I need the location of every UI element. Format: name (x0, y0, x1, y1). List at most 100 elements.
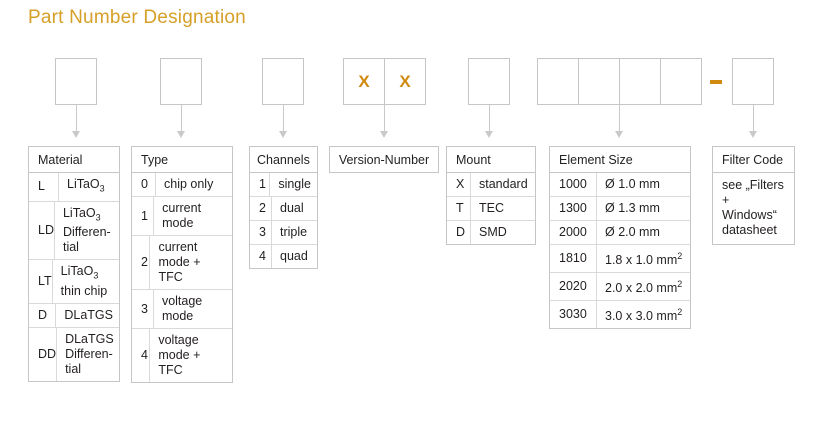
table-header-mount: Mount (446, 146, 536, 173)
table-row: 2020 2.0 x 2.0 mm2 (550, 272, 690, 301)
filter-code-note: see „Filters + Windows“ datasheet (712, 173, 795, 245)
table-row: 0 chip only (132, 173, 232, 196)
code-box-element-size-4[interactable] (660, 58, 702, 105)
table-header-element-size: Element Size (549, 146, 691, 173)
row-desc: 1.8 x 1.0 mm2 (605, 251, 683, 268)
connector-line-version-number (384, 105, 385, 132)
table-row: 2000 Ø 2.0 mm (550, 220, 690, 244)
table-row: 3 triple (250, 220, 317, 244)
code-box-material[interactable] (55, 58, 97, 105)
row-desc: 3.0 x 3.0 mm2 (605, 307, 683, 324)
table-header-material: Material (28, 146, 120, 173)
row-code: 2 (132, 236, 151, 289)
connector-arrow-version-number (380, 131, 388, 138)
table-mount: Mount X standard T TEC D SMD (446, 146, 536, 245)
row-code: 0 (132, 173, 156, 196)
connector-arrow-channels (279, 131, 287, 138)
connector-line-type (181, 105, 182, 132)
code-box-element-size-2[interactable] (578, 58, 620, 105)
table-type: Type 0 chip only 1 current mode 2 curren… (131, 146, 233, 383)
table-row: T TEC (447, 196, 535, 220)
table-row: LT LiTaO3 thin chip (29, 259, 119, 303)
table-row: 1810 1.8 x 1.0 mm2 (550, 244, 690, 273)
table-row: DD DLaTGS Differen-tial (29, 326, 119, 381)
row-desc: chip only (164, 177, 214, 191)
row-desc: single (278, 177, 311, 191)
table-version-number: Version-Number (329, 146, 439, 173)
row-desc: TEC (479, 201, 504, 215)
row-desc: Ø 1.3 mm (605, 201, 660, 215)
row-desc: voltage mode + TFC (158, 333, 201, 377)
code-box-element-size-3[interactable] (619, 58, 661, 105)
row-code: 3 (250, 221, 272, 244)
table-row: 4 voltage mode + TFC (132, 328, 232, 382)
connector-arrow-material (72, 131, 80, 138)
row-desc: DLaTGS Differen-tial (65, 331, 114, 376)
row-code: 1300 (550, 197, 597, 220)
table-row: 1 current mode (132, 196, 232, 235)
table-body-channels: 1 single 2 dual 3 triple 4 quad (249, 173, 318, 269)
table-body-mount: X standard T TEC D SMD (446, 173, 536, 245)
table-row: 3 voltage mode (132, 289, 232, 328)
table-material: Material L LiTaO3 LD LiTaO3 Differen-tia… (28, 146, 120, 382)
table-row: 2 dual (250, 196, 317, 220)
table-body-material: L LiTaO3 LD LiTaO3 Differen-tial LT LiTa… (28, 173, 120, 382)
code-box-group-material[interactable] (55, 58, 97, 105)
row-desc: quad (280, 249, 308, 263)
row-code: D (29, 303, 57, 327)
row-desc: DLaTGS (64, 307, 113, 322)
row-desc: LiTaO3 (67, 177, 105, 194)
table-row: 1000 Ø 1.0 mm (550, 173, 690, 196)
code-box-mount[interactable] (468, 58, 510, 105)
table-row: 3030 3.0 x 3.0 mm2 (550, 300, 690, 329)
row-desc: dual (280, 201, 304, 215)
table-row: LD LiTaO3 Differen-tial (29, 200, 119, 259)
code-box-channels[interactable] (262, 58, 304, 105)
code-box-element-size-1[interactable] (537, 58, 579, 105)
connector-line-channels (283, 105, 284, 132)
table-body-type: 0 chip only 1 current mode 2 current mod… (131, 173, 233, 383)
code-box-version-1[interactable]: X (343, 58, 385, 105)
connector-line-mount (489, 105, 490, 132)
row-desc: 2.0 x 2.0 mm2 (605, 279, 683, 296)
row-desc: triple (280, 225, 308, 239)
row-code: 2000 (550, 221, 597, 244)
connector-line-element-size (619, 105, 620, 132)
code-box-group-element-size[interactable] (537, 58, 702, 105)
connector-arrow-type (177, 131, 185, 138)
table-header-filter-code: Filter Code (712, 146, 795, 173)
code-box-group-mount[interactable] (468, 58, 510, 105)
code-box-type[interactable] (160, 58, 202, 105)
row-desc: current mode + TFC (158, 240, 201, 284)
row-code: LT (29, 260, 53, 303)
row-desc: LiTaO3 Differen-tial (62, 205, 111, 255)
table-body-element-size: 1000 Ø 1.0 mm 1300 Ø 1.3 mm 2000 Ø 2.0 m… (549, 173, 691, 330)
row-code: 2020 (550, 273, 597, 301)
table-header-version-number: Version-Number (329, 146, 439, 173)
table-row: D SMD (447, 220, 535, 244)
row-code: L (29, 173, 59, 201)
separator-dash (710, 80, 722, 84)
connector-line-material (76, 105, 77, 132)
code-box-filter-code[interactable] (732, 58, 774, 105)
row-code: X (447, 173, 471, 196)
table-row: L LiTaO3 (29, 173, 119, 201)
row-desc: standard (479, 177, 528, 191)
row-code: T (447, 197, 471, 220)
table-row: 4 quad (250, 244, 317, 268)
table-row: 2 current mode + TFC (132, 235, 232, 289)
row-code: 1 (132, 197, 155, 235)
code-box-version-2[interactable]: X (384, 58, 426, 105)
table-row: 1 single (250, 173, 317, 196)
code-box-group-channels[interactable] (262, 58, 304, 105)
row-code: 4 (250, 245, 272, 268)
connector-line-filter-code (753, 105, 754, 132)
page-title: Part Number Designation (28, 7, 246, 28)
row-desc: LiTaO3 thin chip (60, 264, 108, 298)
row-desc: current mode (162, 201, 202, 230)
code-box-group-type[interactable] (160, 58, 202, 105)
code-box-group-filter-code[interactable] (732, 58, 774, 105)
row-code: D (447, 221, 471, 244)
code-box-group-version-number[interactable]: X X (343, 58, 426, 105)
